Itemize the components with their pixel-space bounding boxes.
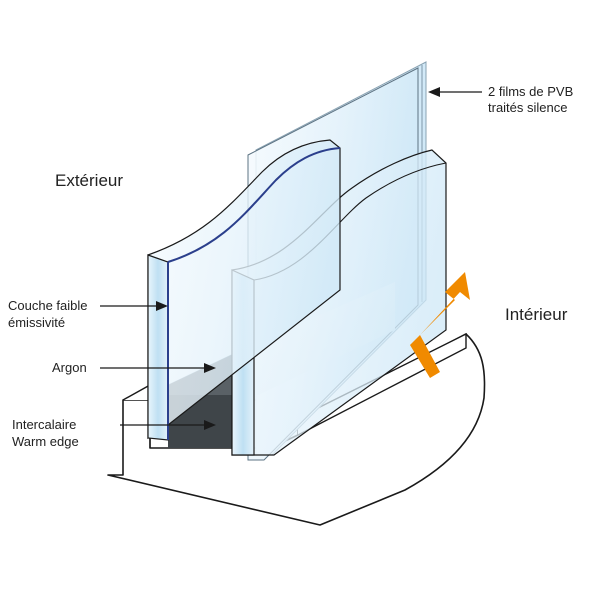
exterior-wavy-pane bbox=[147, 139, 341, 441]
leader-lines bbox=[100, 87, 482, 430]
low-e-coating bbox=[167, 147, 341, 263]
lowe-leader-arrowhead bbox=[156, 301, 168, 311]
lowe-label-line1: Couche faible bbox=[8, 298, 88, 313]
heat-reflection-arrow bbox=[410, 272, 470, 378]
exterior-pane-face bbox=[147, 139, 341, 440]
pvb-label-line1: 2 films de PVB bbox=[488, 84, 573, 99]
argon-leader-arrowhead bbox=[204, 363, 216, 373]
exterior-label: Extérieur bbox=[55, 171, 123, 190]
exterior-pane-edge bbox=[147, 254, 169, 441]
pvb-leader-arrowhead bbox=[428, 87, 440, 97]
argon-label: Argon bbox=[52, 360, 87, 375]
spacer-leader-arrowhead bbox=[204, 420, 216, 430]
interior-label: Intérieur bbox=[505, 305, 568, 324]
lowe-label-line2: émissivité bbox=[8, 315, 65, 330]
spacer-label-line2: Warm edge bbox=[12, 434, 79, 449]
spacer-label-line1: Intercalaire bbox=[12, 417, 76, 432]
pvb-label-line2: traités silence bbox=[488, 100, 567, 115]
